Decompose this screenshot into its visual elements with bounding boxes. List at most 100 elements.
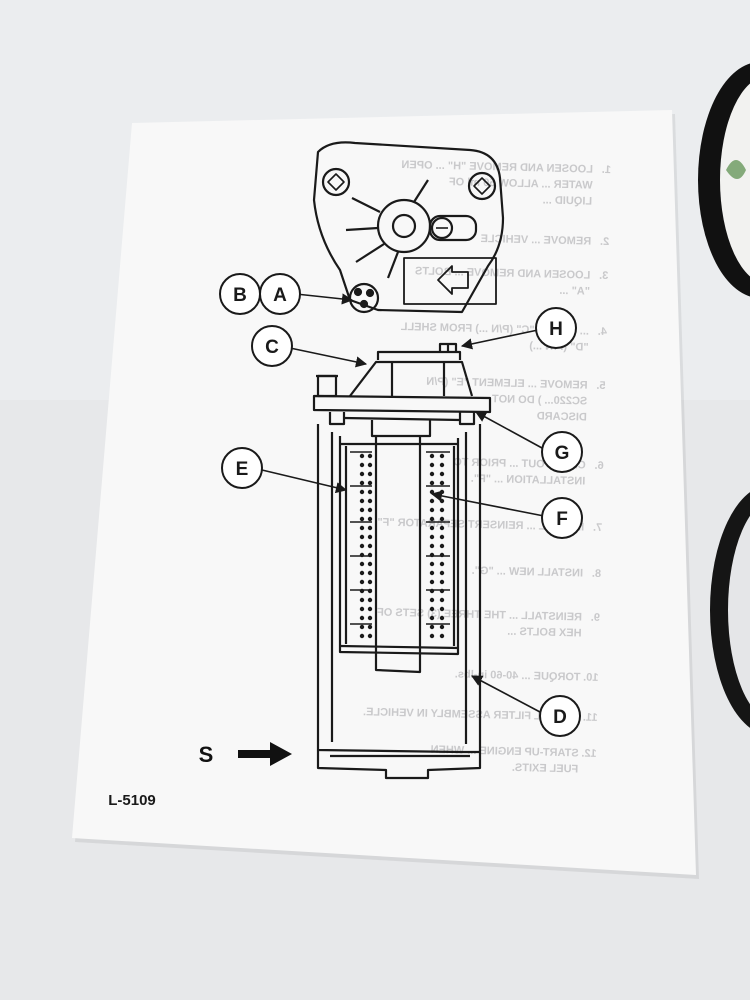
media-dot [359,489,365,495]
media-dot [439,606,445,612]
media-dot [429,579,435,585]
media-dot [367,579,373,585]
media-dot [367,561,373,567]
bleed-item-line: LIQUID ... [542,194,592,207]
media-dot [429,615,435,621]
media-dot [359,516,365,522]
separator-media-dots [359,453,445,639]
media-dot [359,570,365,576]
media-dot [359,525,365,531]
callout-h: H [535,307,577,349]
bleed-item-line: LOOSEN AND REMOVE ... BOLTS [415,265,591,281]
document-code: L-5109 [108,792,156,809]
media-dot [429,624,435,630]
media-dot [429,471,435,477]
media-dot [429,480,435,486]
media-dot [439,543,445,549]
top-view-cover [312,141,505,314]
media-dot [439,489,445,495]
media-dot [367,489,373,495]
callout-g: G [541,431,583,473]
bleed-item-number: 5. [596,380,605,392]
svg-text:B: B [233,285,247,306]
callout-d: D [539,695,581,737]
media-dot [439,534,445,540]
media-dot [429,606,435,612]
media-dot [429,588,435,594]
media-dot [359,534,365,540]
svg-text:C: C [265,337,279,358]
media-dot [439,453,445,459]
media-dot [359,552,365,558]
media-dot [359,624,365,630]
media-dot [367,552,373,558]
media-dot [367,633,373,639]
media-dot [429,534,435,540]
media-dot [367,471,373,477]
bleed-item-number: 3. [599,270,608,282]
top-bolt-right [467,171,497,201]
flow-arrow-s [238,742,292,766]
media-dot [439,462,445,468]
bleed-item-line: INSTALLATION ... "F". [471,473,586,488]
media-dot [439,579,445,585]
instruction-sheet [72,110,699,879]
callout-f: F [541,497,583,539]
media-dot [359,597,365,603]
media-dot [439,507,445,513]
media-dot [439,633,445,639]
media-dot [367,534,373,540]
callout-a: A [259,273,301,315]
bleed-item-number: 12. [581,748,597,760]
bleed-item-number: 2. [600,236,609,248]
media-dot [359,588,365,594]
media-dot [429,561,435,567]
svg-text:D: D [553,707,567,728]
media-dot [367,498,373,504]
media-dot [359,471,365,477]
media-dot [367,588,373,594]
media-dot [367,462,373,468]
media-dot [429,516,435,522]
filter-head [312,342,492,438]
media-dot [367,453,373,459]
bleed-item-line: HEX BOLTS ... [507,626,582,640]
callout-b: B [219,273,261,315]
media-dot [429,462,435,468]
media-dot [359,480,365,486]
media-dot [439,570,445,576]
media-dot [359,462,365,468]
bleed-item-line: TORQUE ... 40-60 in-lbs. [455,668,581,683]
callout-c: C [251,325,293,367]
media-dot [359,633,365,639]
media-dot [439,552,445,558]
bleed-item-line: DISCARD [537,410,587,423]
media-dot [367,606,373,612]
media-dot [359,561,365,567]
media-dot [429,552,435,558]
top-bolt-left [321,167,351,197]
bleed-item-line: SC220... ) DO NOT [491,393,587,407]
media-dot [439,624,445,630]
bleed-item-number: 7. [593,522,602,534]
media-dot [367,480,373,486]
media-dot [429,633,435,639]
svg-text:G: G [555,443,570,464]
media-dot [429,507,435,513]
svg-text:E: E [236,459,249,480]
fuel-filter-diagram [238,141,545,780]
media-dot [367,543,373,549]
media-dot [439,498,445,504]
bleed-item-line: "A" ... [559,285,590,298]
media-dot [359,615,365,621]
bleed-item-number: 6. [594,460,603,472]
media-dot [367,624,373,630]
media-dot [439,516,445,522]
media-dot [439,588,445,594]
media-dot [429,570,435,576]
media-dot [359,579,365,585]
bleed-item-line: INSTALL FILTER ASSEMBLY IN VEHICLE. [363,706,580,723]
bleed-item-number: 11. [583,712,598,724]
media-dot [367,525,373,531]
